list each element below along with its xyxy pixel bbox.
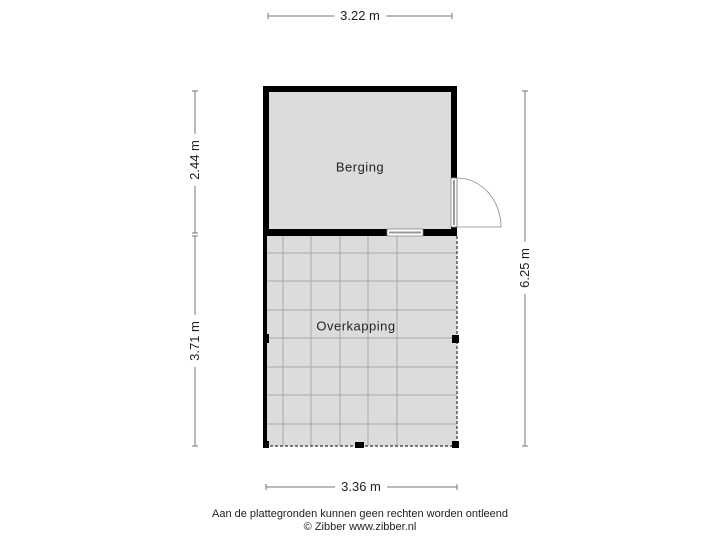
footer-copyright: © Zibber www.zibber.nl xyxy=(303,521,417,533)
overkapping-floor xyxy=(266,236,457,446)
door xyxy=(450,177,502,228)
footer-disclaimer: Aan de plattegronden kunnen geen rechten… xyxy=(211,508,508,520)
dimension-bottom-width: 3.36 m xyxy=(335,479,387,495)
paving-grid xyxy=(266,236,457,446)
window xyxy=(386,228,424,237)
room-label-overkapping: Overkapping xyxy=(316,318,396,334)
dimension-right-total-height: 6.25 m xyxy=(517,242,533,294)
berging-floor xyxy=(269,92,451,229)
dimension-left-upper-height: 2.44 m xyxy=(187,134,203,186)
dimension-top-width: 3.22 m xyxy=(334,8,386,24)
posts xyxy=(263,334,459,448)
room-label-berging: Berging xyxy=(335,159,385,175)
berging-walls xyxy=(263,86,457,236)
dimension-left-lower-height: 3.71 m xyxy=(187,315,203,367)
